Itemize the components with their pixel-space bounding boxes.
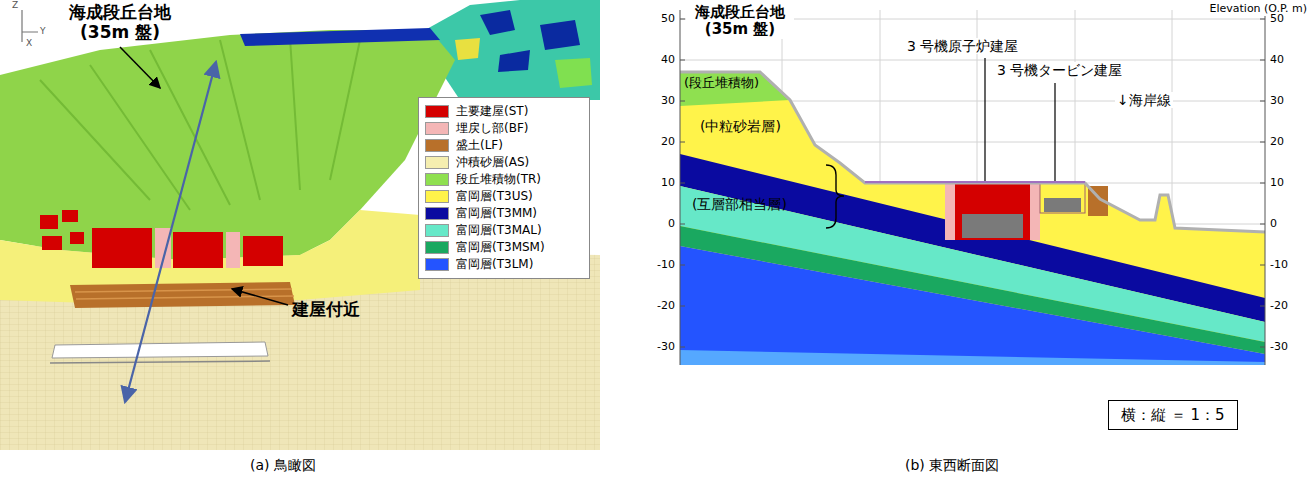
axis-tick-label: -20 — [1270, 300, 1288, 313]
axis-tick-label: -30 — [1270, 341, 1288, 354]
legend-swatch — [425, 190, 449, 203]
axis-tick-label: 40 — [661, 54, 675, 67]
axis-tick-label: 0 — [668, 218, 675, 231]
legend-swatch — [425, 224, 449, 237]
axis-tick-label: 10 — [661, 177, 675, 190]
axis-tick-label: -20 — [657, 300, 675, 313]
text-label: (互層部相当層) — [692, 196, 787, 212]
axis-tick-label: -10 — [1270, 259, 1288, 272]
text-label: Y — [40, 26, 46, 36]
legend-row: 富岡層(T3MAL) — [425, 222, 583, 239]
text-label: X — [26, 38, 32, 48]
axis-tick-label: 50 — [661, 13, 675, 26]
axis-tick-label: 40 — [1270, 54, 1284, 67]
legend-row: 富岡層(T3MSM) — [425, 239, 583, 256]
legend-box: 主要建屋(ST)埋戻し部(BF)盛土(LF)沖積砂層(AS)段丘堆積物(TR)富… — [418, 97, 590, 279]
legend-row: 段丘堆積物(TR) — [425, 171, 583, 188]
legend-swatch — [425, 156, 449, 169]
legend-text: 盛土(LF) — [456, 137, 503, 154]
legend-row: 盛土(LF) — [425, 137, 583, 154]
cross-section — [680, 10, 1265, 365]
legend-text: 富岡層(T3US) — [456, 188, 533, 205]
text-label: (中粒砂岩層) — [700, 118, 781, 134]
axis-tick-label: 20 — [661, 136, 675, 149]
axis-tick-label: 10 — [1270, 177, 1284, 190]
legend-row: 富岡層(T3LM) — [425, 256, 583, 273]
birds-eye-view — [0, 0, 600, 450]
text-label: (a) 鳥瞰図 — [250, 457, 316, 473]
legend-text: 段丘堆積物(TR) — [456, 171, 541, 188]
legend-row: 富岡層(T3US) — [425, 188, 583, 205]
axis-tick-label: 20 — [1270, 136, 1284, 149]
axis-tick-label: -10 — [657, 259, 675, 272]
legend-text: 富岡層(T3MM) — [456, 205, 537, 222]
text-label: 海成段丘台地 (35m 盤) — [58, 3, 182, 42]
axis-tick-label: 30 — [661, 95, 675, 108]
text-label: 海成段丘台地 (35m 盤) — [686, 4, 794, 39]
legend-row: 沖積砂層(AS) — [425, 154, 583, 171]
legend-row: 富岡層(T3MM) — [425, 205, 583, 222]
text-label: (b) 東西断面図 — [905, 457, 999, 473]
legend-swatch — [425, 105, 449, 118]
axis-tick-label: 50 — [1270, 13, 1284, 26]
text-label: ↓海岸線 — [1115, 92, 1173, 108]
axis-tick-label: 30 — [1270, 95, 1284, 108]
text-label: (段丘堆積物) — [684, 76, 759, 91]
legend-swatch — [425, 241, 449, 254]
legend-row: 主要建屋(ST) — [425, 103, 583, 120]
text-label: 建屋付近 — [292, 300, 360, 320]
scale-box: 横：縦 ＝ 1：5 — [1108, 400, 1238, 430]
legend-swatch — [425, 139, 449, 152]
legend-text: 沖積砂層(AS) — [456, 154, 529, 171]
legend-text: 富岡層(T3LM) — [456, 256, 533, 273]
axis-tick-label: 0 — [1270, 218, 1277, 231]
legend-text: 富岡層(T3MAL) — [456, 222, 542, 239]
legend-text: 富岡層(T3MSM) — [456, 239, 545, 256]
node-text: 横：縦 ＝ 1：5 — [1121, 406, 1225, 424]
legend-row: 埋戻し部(BF) — [425, 120, 583, 137]
text-label: 3 号機原子炉建屋 — [905, 38, 1020, 54]
axis-tick-label: -30 — [657, 341, 675, 354]
legend-text: 埋戻し部(BF) — [456, 120, 529, 137]
legend-swatch — [425, 122, 449, 135]
text-label: Elevation (O.P. m) — [1207, 3, 1309, 16]
legend-swatch — [425, 207, 449, 220]
text-label: Z — [12, 0, 18, 10]
legend-text: 主要建屋(ST) — [456, 103, 528, 120]
legend-swatch — [425, 173, 449, 186]
text-label: 3 号機タービン建屋 — [995, 62, 1124, 78]
legend-swatch — [425, 258, 449, 271]
